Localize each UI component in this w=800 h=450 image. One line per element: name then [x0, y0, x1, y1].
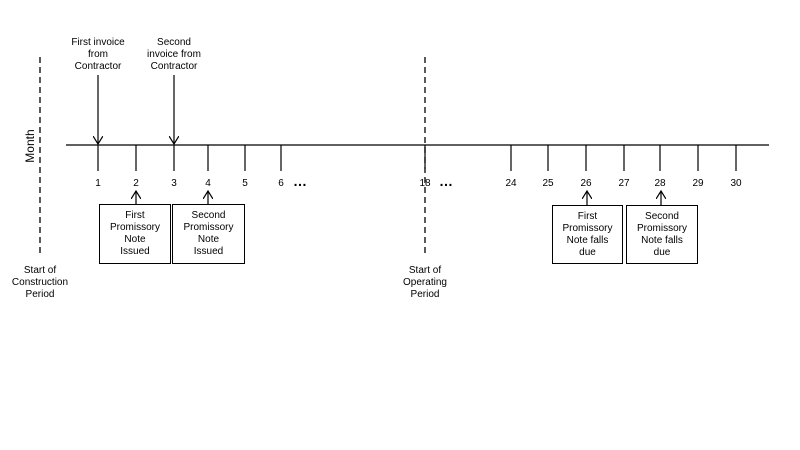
month-tick-label: 6 [278, 178, 284, 189]
note-text-line: Promissory [636, 222, 687, 234]
note-text-line: Note falls [566, 234, 609, 246]
month-tick-label: 29 [692, 178, 704, 189]
month-tick-label: 24 [505, 178, 517, 189]
month-tick-label: 1 [95, 178, 101, 189]
note-text-line: Second [191, 210, 226, 221]
note-text-line: Second [645, 210, 679, 222]
note-text-line: Note [124, 234, 146, 245]
axis-label: Month [23, 129, 37, 162]
month-tick-label: 30 [730, 178, 742, 189]
month-tick-label: 28 [654, 178, 666, 189]
note-text-line: Note [197, 234, 220, 245]
note-text-line: First [577, 210, 598, 222]
note-text-line: First [125, 210, 145, 221]
month-tick-label: 2 [133, 178, 139, 189]
note-text-line: Promissory [183, 222, 234, 233]
note-text-line: Issued [193, 246, 224, 257]
note-text-line: due [579, 246, 596, 258]
note-text-line: Note falls [641, 234, 683, 246]
month-tick-label: 27 [618, 178, 630, 189]
note-text-line: due [653, 246, 671, 258]
month-tick-label: 5 [242, 178, 248, 189]
note-text-line: Issued [120, 246, 150, 257]
month-tick-label: 18 [419, 178, 431, 189]
month-tick-label: 26 [580, 178, 592, 189]
month-tick-label: 3 [171, 178, 177, 189]
note-text-line: Promissory [562, 222, 613, 234]
month-tick-label: 25 [542, 178, 554, 189]
month-tick-label: 4 [205, 178, 211, 189]
ellipsis: … [293, 173, 307, 189]
note-text-line: Promissory [109, 222, 160, 233]
ellipsis: … [439, 173, 453, 189]
